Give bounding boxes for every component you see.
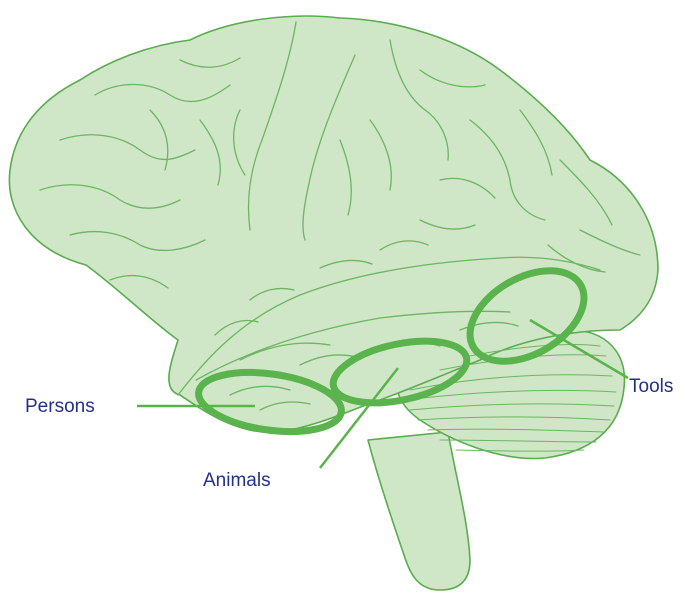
animals-label: Animals (203, 470, 271, 491)
tools-label: Tools (629, 376, 673, 397)
brain-stem (368, 432, 470, 590)
persons-label: Persons (25, 396, 95, 417)
